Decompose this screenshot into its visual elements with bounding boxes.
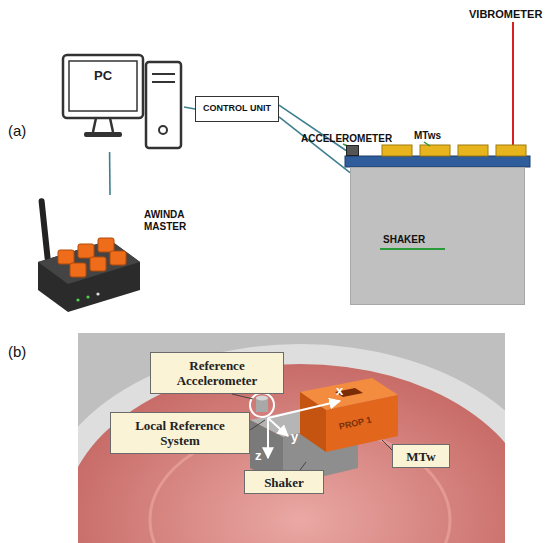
axis-arrow xyxy=(268,418,288,436)
connector-line xyxy=(184,107,195,109)
sensor-label: MTws xyxy=(414,130,441,141)
device-top xyxy=(38,240,140,284)
callout-box: Shaker xyxy=(244,470,324,494)
mtw-side xyxy=(300,392,326,452)
computer-node: PC xyxy=(62,52,184,152)
device-base xyxy=(38,240,140,312)
axis-label: x xyxy=(336,383,343,398)
mtw-front xyxy=(326,395,398,452)
drive-slot xyxy=(152,81,175,83)
monitor-base xyxy=(84,132,122,137)
axis-label: z xyxy=(255,448,262,463)
node-text: Reference Accelerometer xyxy=(155,358,279,388)
leader-line xyxy=(232,394,253,399)
laser-beam xyxy=(512,22,514,145)
device-marking: PROP 1 xyxy=(338,415,372,432)
node-text: Shaker xyxy=(264,475,304,490)
awinda-device xyxy=(38,198,140,312)
node-text: ACCELEROMETER xyxy=(301,133,392,144)
callout-box: Local Reference System xyxy=(110,412,250,454)
mtw-sensor xyxy=(496,145,526,156)
antenna xyxy=(38,198,51,262)
screen xyxy=(69,61,137,111)
photo xyxy=(78,333,505,543)
shaker-box: SHAKER xyxy=(350,167,525,305)
led xyxy=(96,292,99,295)
tracker xyxy=(70,263,86,277)
mtw-sensor xyxy=(420,145,450,156)
monitor-stand xyxy=(93,118,113,132)
connector-line xyxy=(109,152,111,195)
leader-line xyxy=(382,440,392,450)
drive-slot xyxy=(152,73,175,75)
accelerometer-top xyxy=(256,396,268,401)
node-text: PC xyxy=(80,68,126,83)
node-text: SHAKER xyxy=(383,234,425,245)
leader-line xyxy=(300,462,306,470)
node-text: CONTROL UNIT xyxy=(196,103,278,113)
monitor xyxy=(63,55,143,118)
leader-line xyxy=(250,420,265,430)
callout-box: Reference Accelerometer xyxy=(150,352,284,394)
mtw-sensor xyxy=(382,145,412,156)
mtw-sensor xyxy=(458,145,488,156)
leader-line xyxy=(380,248,445,250)
mounting-plate xyxy=(345,156,530,167)
receiver-node: AWINDA MASTER xyxy=(30,195,190,307)
axis-label: y xyxy=(291,429,298,444)
leader-line xyxy=(424,142,430,146)
shaker-table xyxy=(78,364,505,543)
panel-label: (b) xyxy=(8,343,26,360)
instrument-label: VIBROMETER xyxy=(469,8,542,20)
tracker xyxy=(90,257,106,271)
node-text: Local Reference System xyxy=(115,418,245,448)
shaker-rig xyxy=(343,22,530,167)
axis-arrow xyxy=(268,401,340,418)
highlight-circle xyxy=(250,393,274,417)
shaker-rim xyxy=(78,344,505,543)
control-unit-box: CONTROL UNIT xyxy=(195,96,279,122)
axis-arrow xyxy=(267,418,269,458)
power-button xyxy=(159,126,167,134)
accelerometer-block: ACCELEROMETER xyxy=(346,145,359,156)
node-text: MTw xyxy=(406,449,435,464)
tracker xyxy=(58,250,74,264)
tracker xyxy=(78,244,94,258)
node-text: AWINDA MASTER xyxy=(144,209,200,233)
connector-line xyxy=(279,117,350,173)
panel-label: (a) xyxy=(8,122,26,139)
led xyxy=(76,298,79,301)
led xyxy=(86,295,89,298)
tracker xyxy=(98,238,114,252)
pc-tower xyxy=(146,62,181,148)
pc-icon xyxy=(63,55,181,148)
callout-box: MTw xyxy=(392,444,450,468)
tracker xyxy=(110,251,126,265)
